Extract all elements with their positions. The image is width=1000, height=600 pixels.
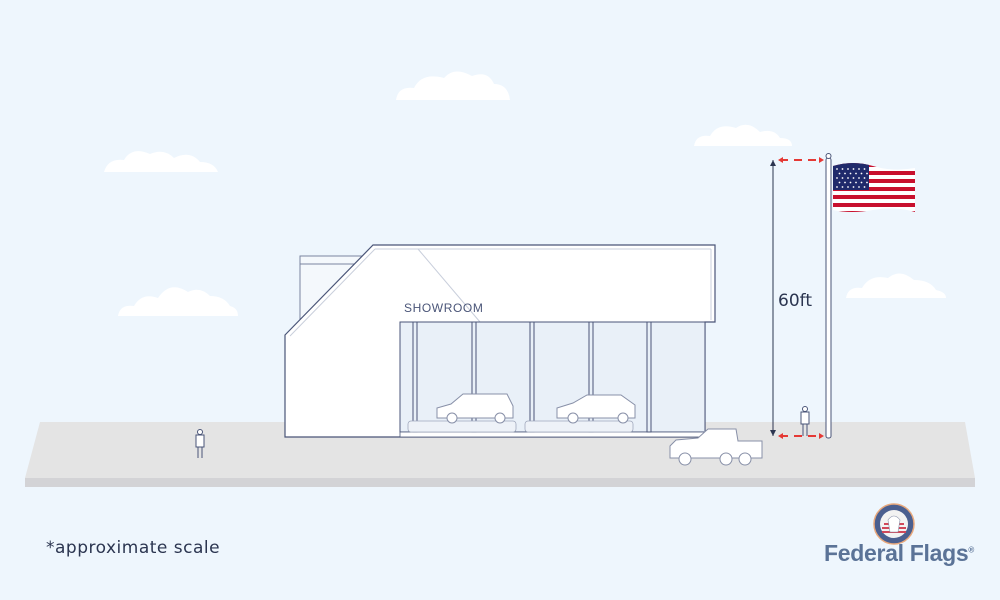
flag-star (858, 186, 860, 188)
flag-stripe (833, 187, 915, 191)
american-flag-icon (833, 163, 915, 212)
flag-star (844, 172, 846, 175)
flag-star (858, 168, 860, 170)
flag-star (852, 168, 855, 170)
cloud (694, 124, 792, 146)
cloud (118, 287, 238, 316)
flag-star (847, 177, 849, 179)
person-icon (800, 406, 810, 436)
showroom-sign: SHOWROOM (404, 301, 483, 315)
flag-star (847, 186, 849, 188)
flag-star (836, 168, 838, 170)
flag-star (838, 181, 841, 184)
cloud (846, 273, 946, 298)
flag-star (847, 168, 849, 170)
pickup-truck-icon (669, 428, 763, 466)
height-dimension (770, 157, 824, 439)
logo-text: Federal Flags (824, 540, 969, 566)
flag-star (836, 177, 838, 179)
cloud (396, 71, 510, 100)
flag-stripe (833, 171, 915, 175)
flag-star (849, 172, 852, 175)
height-label: 60ft (778, 291, 812, 311)
flag-stripe (833, 179, 915, 183)
flag-star (863, 177, 866, 179)
flag-star (863, 168, 866, 170)
person-icon (195, 429, 205, 458)
flagpole-finial (825, 153, 832, 159)
flag-star (841, 177, 844, 179)
federal-flags-logo: Federal Flags® (824, 540, 974, 567)
flag-star (844, 181, 846, 184)
flag-stripe (833, 203, 915, 207)
flag-stripe (833, 211, 915, 212)
crossover-car-icon (556, 394, 636, 424)
flag-star (852, 186, 855, 188)
flag-star (858, 177, 860, 179)
cloud (104, 151, 218, 172)
flag-star (855, 172, 857, 175)
flag-star (860, 181, 863, 184)
flag-star (849, 181, 852, 184)
ground-edge (25, 478, 975, 487)
flagpole (825, 157, 832, 439)
federal-flags-logo-seal (873, 503, 915, 545)
suv-car-icon (436, 393, 514, 424)
flag-stripe (833, 195, 915, 199)
flag-star (866, 181, 868, 184)
flag-star (855, 181, 857, 184)
flag-star (860, 172, 863, 175)
flag-star (866, 172, 868, 175)
approximate-scale-note: *approximate scale (46, 538, 221, 558)
flag-star (836, 186, 838, 188)
flag-star (838, 172, 841, 175)
flag-star (841, 168, 844, 170)
flag-star (852, 177, 855, 179)
flag-star (863, 186, 866, 188)
flag-star (841, 186, 844, 188)
clouds (104, 71, 946, 316)
registered-mark: ® (968, 545, 974, 555)
